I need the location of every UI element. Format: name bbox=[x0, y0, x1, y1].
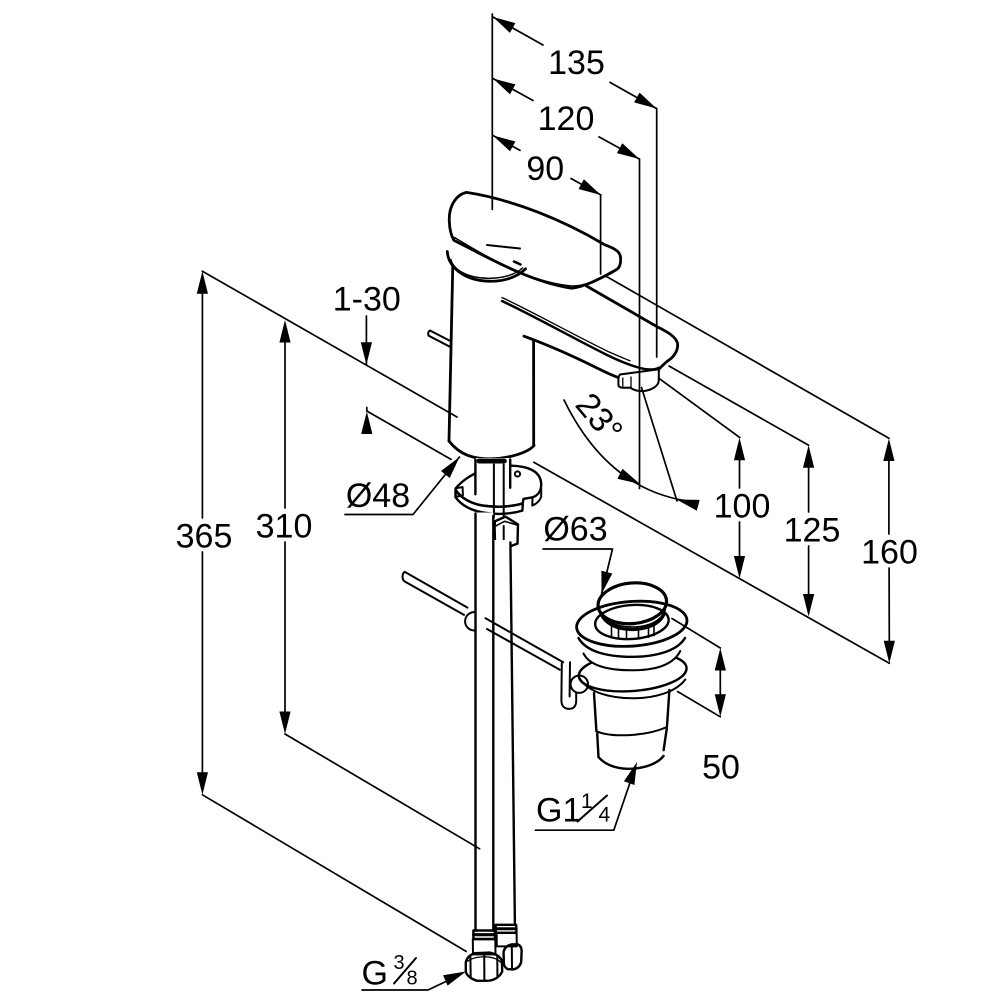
svg-text:8: 8 bbox=[407, 968, 418, 990]
svg-text:1: 1 bbox=[581, 790, 593, 813]
svg-text:50: 50 bbox=[702, 748, 740, 786]
svg-text:365: 365 bbox=[176, 517, 233, 555]
svg-text:Ø63: Ø63 bbox=[543, 510, 607, 548]
svg-text:90: 90 bbox=[526, 150, 564, 188]
svg-text:135: 135 bbox=[548, 44, 605, 82]
svg-text:G1: G1 bbox=[536, 791, 581, 829]
svg-text:125: 125 bbox=[784, 511, 841, 549]
svg-text:310: 310 bbox=[256, 507, 313, 545]
svg-text:3: 3 bbox=[394, 952, 405, 974]
svg-text:G: G bbox=[362, 955, 388, 993]
svg-text:1-30: 1-30 bbox=[333, 280, 401, 318]
svg-text:100: 100 bbox=[714, 488, 771, 526]
svg-text:160: 160 bbox=[861, 534, 918, 572]
svg-text:4: 4 bbox=[599, 804, 611, 827]
svg-text:Ø48: Ø48 bbox=[346, 477, 410, 515]
svg-text:120: 120 bbox=[538, 100, 595, 138]
